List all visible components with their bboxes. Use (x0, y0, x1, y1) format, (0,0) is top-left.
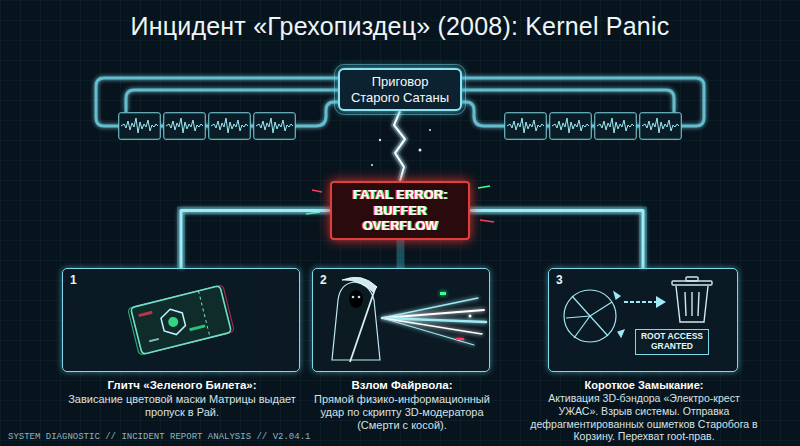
waveform-monitor (505, 113, 547, 140)
shattered-glass (572, 296, 590, 316)
energy-beam (440, 292, 446, 295)
green-ticket-icon (167, 316, 179, 328)
transfer-arrow (656, 296, 666, 308)
glitch-sparks (312, 190, 322, 192)
trash-bin-icon (686, 277, 698, 281)
lightning-link (394, 111, 405, 181)
shattered-glass (564, 290, 624, 342)
caption-block: Глитч «Зеленого Билета»:Зависание цветов… (62, 379, 302, 419)
trash-bin-icon (685, 292, 686, 316)
green-ticket-icon (198, 291, 210, 338)
incident-panel: 2Взлом Файрвола:Прямой физико-информацио… (312, 268, 490, 372)
signal-pipes (126, 90, 338, 112)
panel-fill (548, 268, 738, 372)
incident-panel: 1Глитч «Зеленого Билета»:Зависание цвето… (62, 268, 300, 372)
panel-fill (312, 268, 490, 372)
waveform-monitor (164, 113, 206, 140)
energy-beam (382, 318, 482, 334)
box-label: FATAL ERROR: BUFFER OVERFLOW (338, 187, 462, 234)
shattered-glass (574, 316, 590, 338)
green-ticket-icon (149, 338, 159, 342)
caption-body: Активация 3D-бэндора «Электро-крест УЖАС… (528, 392, 760, 443)
pipe-connector (470, 210, 643, 268)
trash-bin-icon (691, 292, 692, 316)
green-ticket-icon (189, 324, 205, 331)
caption-block: Взлом Файрвола:Прямой физико-информацион… (302, 379, 502, 432)
caption-heading: Короткое Замыкание: (528, 379, 760, 392)
callout-number: 3 (556, 273, 563, 287)
energy-beam (382, 318, 474, 345)
connector-line (181, 210, 330, 268)
caption-body: Зависание цветовой маски Матрицы выдает … (62, 393, 302, 419)
green-ticket-icon (138, 311, 152, 317)
caption-heading: Взлом Файрвола: (302, 379, 502, 393)
shattered-glass (618, 330, 624, 337)
shattered-glass (590, 302, 612, 316)
energy-beam (469, 315, 472, 318)
verdict-box: Приговор Старого Сатаны (338, 68, 462, 111)
signal-pipes (462, 102, 502, 126)
shattered-glass (614, 292, 620, 299)
shattered-glass (566, 316, 590, 318)
energy-beam (456, 338, 464, 340)
panel-fill (62, 268, 738, 372)
waveform-monitor (550, 113, 592, 140)
trash-bin-icon (676, 286, 708, 322)
error-box: FATAL ERROR: BUFFER OVERFLOW (330, 181, 470, 240)
reaper-figure (342, 277, 377, 292)
signal-pipes (298, 102, 338, 126)
trash-bin-icon (698, 292, 699, 316)
connector-line (394, 111, 405, 181)
shattered-glass (564, 290, 616, 342)
transfer-arrow (624, 296, 666, 308)
callout-number: 1 (70, 273, 77, 287)
waveform-monitor (595, 113, 637, 140)
caption-body: Прямой физико-информационный удар по скр… (302, 393, 502, 433)
box-label: ROOT ACCESS GRANTED (639, 332, 705, 352)
green-ticket-icon (159, 307, 187, 338)
reaper-figure (350, 286, 376, 362)
glitch-sparks (478, 186, 490, 188)
box-label: Приговор Старого Сатаны (346, 74, 454, 105)
glitch-sparks (419, 149, 422, 152)
waveform-monitor (209, 113, 251, 140)
pipe-connector (181, 210, 330, 268)
transfer-arrow (624, 301, 656, 303)
energy-beam (382, 310, 484, 318)
glitch-sparks (379, 139, 381, 141)
green-ticket-icon (131, 286, 232, 355)
waveform-monitor (254, 113, 296, 140)
incident-panel: 3Короткое Замыкание:Активация 3D-бэндора… (548, 268, 738, 372)
caption-block: Короткое Замыкание:Активация 3D-бэндора … (528, 379, 760, 443)
signal-pipes (462, 90, 674, 112)
status-box: ROOT ACCESS GRANTED (635, 329, 709, 355)
pipe-connector (400, 240, 401, 268)
connector-glow (181, 210, 330, 268)
connector-line (470, 210, 643, 268)
reaper-figure (349, 290, 363, 308)
glitch-sparks (429, 129, 431, 131)
reaper-figure (358, 296, 361, 299)
connector-glow (397, 240, 405, 268)
panel-fill (62, 268, 300, 372)
glitch-sparks (480, 220, 494, 222)
energy-beam (382, 292, 486, 345)
callout-number: 2 (320, 273, 327, 287)
green-ticket-icon (128, 285, 235, 355)
reaper-figure (332, 277, 380, 362)
shattered-glass (590, 316, 608, 336)
waveform-monitor (640, 113, 682, 140)
footer-note: SYSTEM DIAGNOSTIC // INCIDENT REPORT ANA… (8, 432, 310, 442)
caption-heading: Глитч «Зеленого Билета»: (62, 379, 302, 393)
glitch-sparks (371, 164, 373, 166)
reaper-figure (352, 296, 355, 299)
diagram-title: Инцидент «Грехопиздец» (2008): Kernel Pa… (0, 12, 800, 41)
waveform-monitor (119, 113, 161, 140)
trash-bin-icon (672, 277, 712, 322)
connector-glow (394, 111, 405, 181)
connector-line (399, 240, 402, 268)
connector-glow (470, 210, 643, 268)
